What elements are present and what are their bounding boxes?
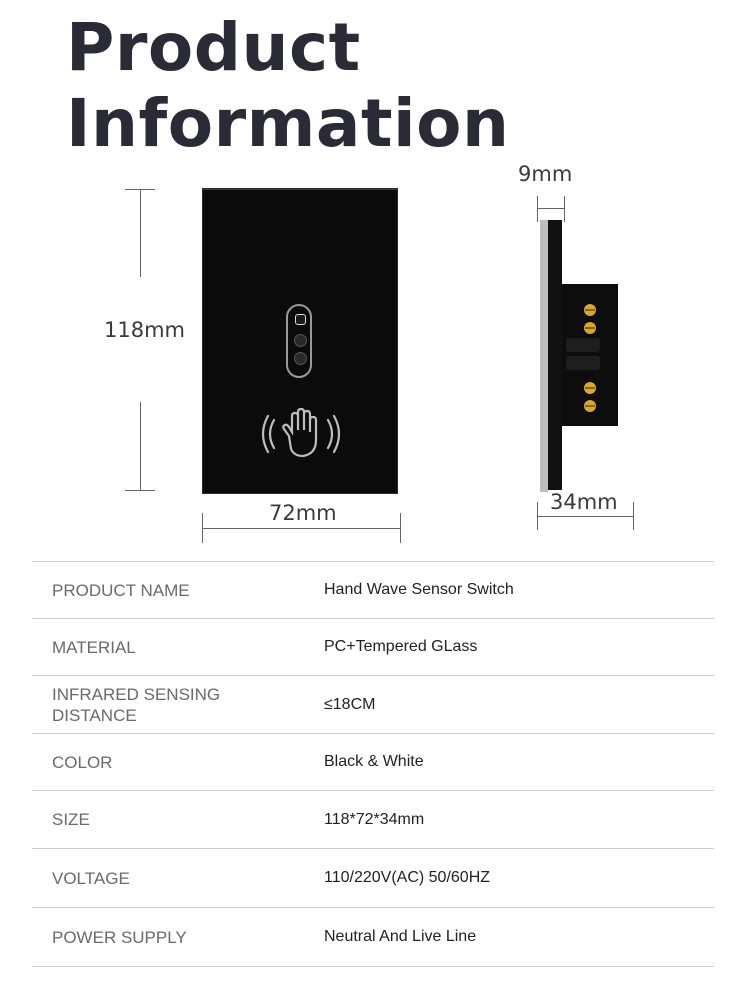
spec-value: PC+Tempered GLass bbox=[324, 618, 714, 676]
width-dimension-right-tick bbox=[400, 513, 401, 543]
spec-table: PRODUCT NAME Hand Wave Sensor Switch MAT… bbox=[32, 561, 714, 967]
hand-wave-icon bbox=[261, 407, 341, 458]
title-line-1: Product bbox=[66, 9, 361, 86]
spec-value: Black & White bbox=[324, 733, 714, 791]
switch-side-view bbox=[540, 220, 618, 492]
title-line-2: Information bbox=[66, 85, 510, 162]
height-dimension-label: 118mm bbox=[104, 318, 185, 342]
table-row: INFRARED SENSING DISTANCE ≤18CM bbox=[32, 675, 714, 734]
spec-label: SIZE bbox=[32, 790, 324, 849]
spec-label: MATERIAL bbox=[32, 618, 324, 676]
spec-label: POWER SUPPLY bbox=[32, 907, 324, 967]
spec-label: PRODUCT NAME bbox=[32, 561, 324, 619]
total-depth-right-tick bbox=[633, 502, 634, 530]
spec-label: VOLTAGE bbox=[32, 848, 324, 908]
switch-front-panel bbox=[202, 188, 398, 494]
spec-label: COLOR bbox=[32, 733, 324, 791]
spec-value: 118*72*34mm bbox=[324, 790, 714, 849]
panel-depth-line bbox=[537, 208, 565, 209]
table-row: COLOR Black & White bbox=[32, 733, 714, 791]
sensor-lens-dot bbox=[294, 334, 307, 347]
panel-depth-left-tick bbox=[537, 196, 538, 222]
panel-depth-right-tick bbox=[564, 196, 565, 222]
sensor-lens-dot bbox=[294, 352, 307, 365]
table-row: VOLTAGE 110/220V(AC) 50/60HZ bbox=[32, 848, 714, 908]
spec-label: INFRARED SENSING DISTANCE bbox=[32, 675, 324, 734]
spec-value: ≤18CM bbox=[324, 675, 714, 734]
height-dimension-bottom-tick bbox=[125, 490, 155, 491]
panel-depth-label: 9mm bbox=[518, 162, 573, 186]
width-dimension-line bbox=[202, 528, 400, 529]
width-dimension-label: 72mm bbox=[267, 501, 339, 525]
sensor-led-dot bbox=[295, 314, 306, 325]
spec-value: Neutral And Live Line bbox=[324, 907, 714, 967]
spec-value: 110/220V(AC) 50/60HZ bbox=[324, 848, 714, 908]
total-depth-line bbox=[537, 516, 634, 517]
table-row: MATERIAL PC+Tempered GLass bbox=[32, 618, 714, 676]
total-depth-label: 34mm bbox=[548, 490, 620, 514]
height-dimension-line-upper bbox=[140, 189, 141, 277]
height-dimension-line-lower bbox=[140, 402, 141, 491]
table-row: SIZE 118*72*34mm bbox=[32, 790, 714, 849]
table-row: PRODUCT NAME Hand Wave Sensor Switch bbox=[32, 561, 714, 619]
spec-value: Hand Wave Sensor Switch bbox=[324, 561, 714, 619]
page-title: Product Information bbox=[66, 10, 509, 162]
infrared-sensor-icon bbox=[286, 304, 312, 378]
terminal-screws-icon bbox=[584, 304, 596, 412]
table-row: POWER SUPPLY Neutral And Live Line bbox=[32, 907, 714, 967]
